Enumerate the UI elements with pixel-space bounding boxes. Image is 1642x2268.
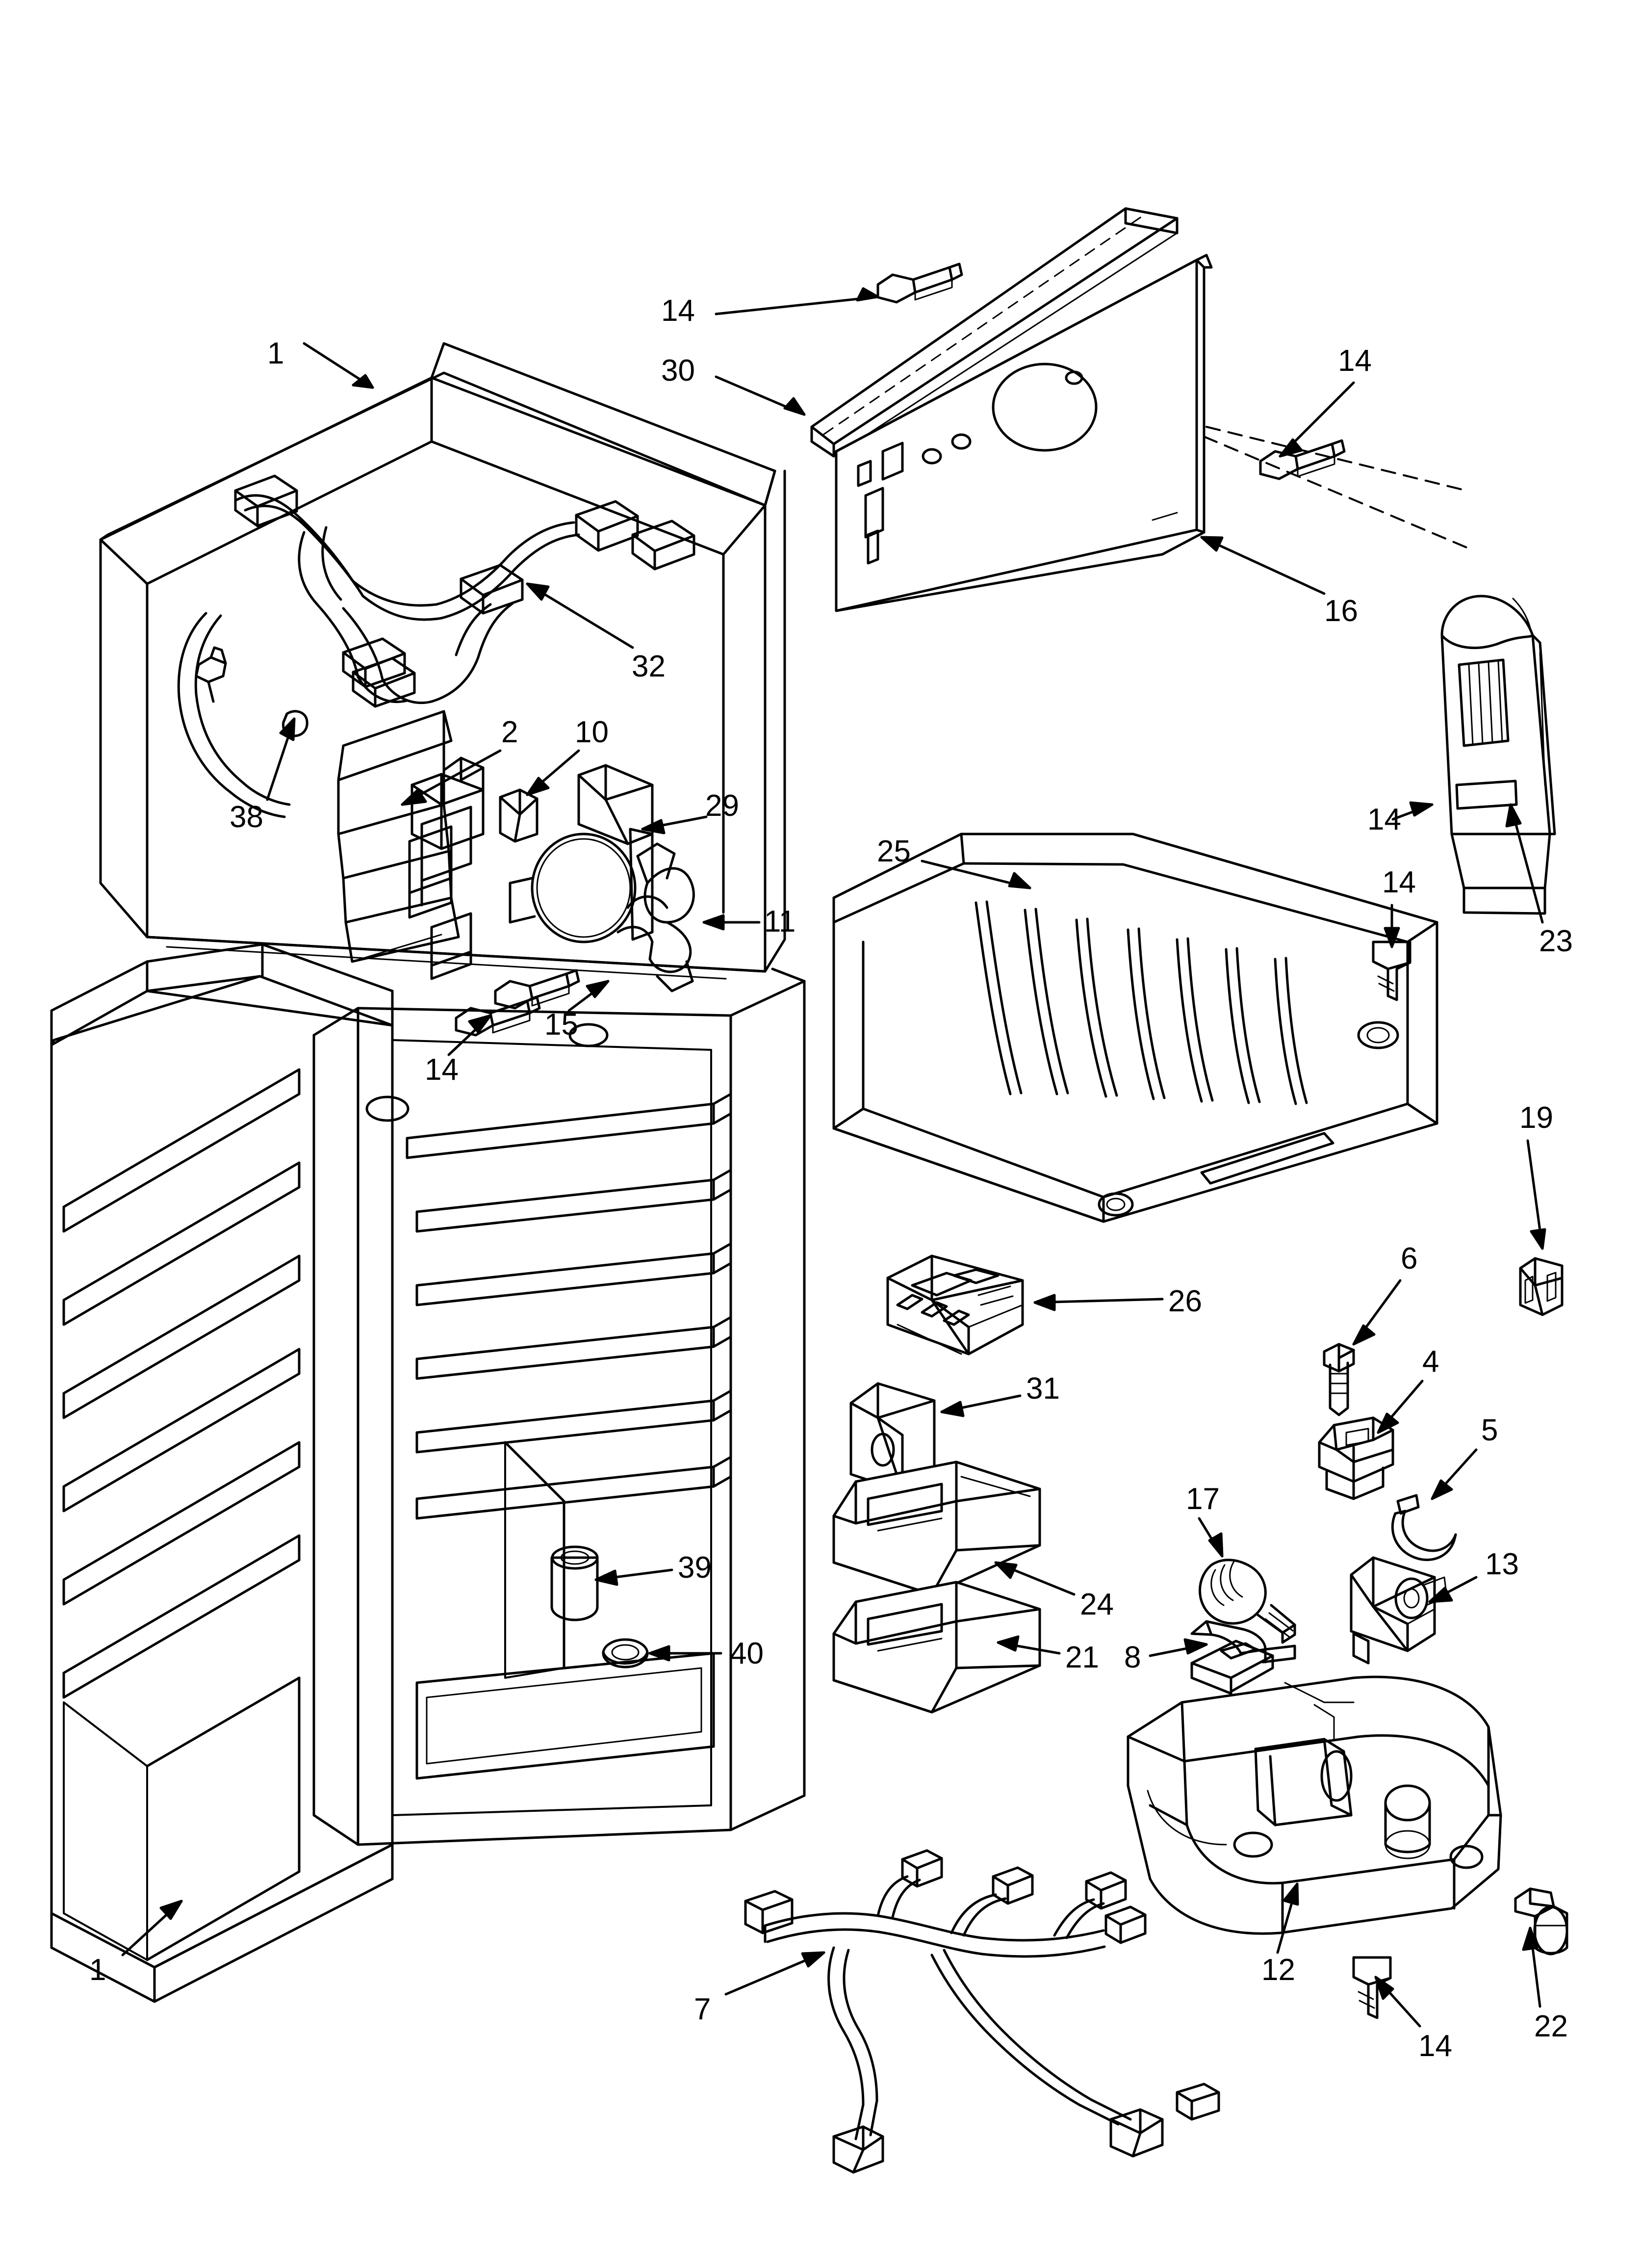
callout-32: 32 <box>632 650 666 683</box>
part-13-thermostat <box>1350 1556 1448 1665</box>
callout-7: 7 <box>694 1992 711 2026</box>
part-4-housing <box>1318 1416 1394 1500</box>
callout-12: 12 <box>1261 1953 1295 1987</box>
callout-14-damper: 14 <box>425 1053 459 1087</box>
callout-21: 21 <box>1065 1641 1099 1674</box>
callout-25: 25 <box>877 834 911 868</box>
screw-14-pan <box>1372 940 1411 1001</box>
part-17-lamp <box>1199 1559 1296 1644</box>
part-30-trim <box>810 207 1179 458</box>
part-21-duct-lower <box>832 1581 1041 1714</box>
callout-30: 30 <box>661 354 695 388</box>
callout-40: 40 <box>730 1637 764 1670</box>
damper-control-assembly <box>337 710 695 1047</box>
callout-31: 31 <box>1026 1372 1060 1406</box>
part-7-harness <box>744 1849 1220 2174</box>
callout-13: 13 <box>1485 1547 1519 1581</box>
callout-5: 5 <box>1481 1413 1498 1447</box>
callout-14-pan: 14 <box>1382 865 1416 899</box>
callout-11: 11 <box>764 905 796 938</box>
part-24-duct-upper <box>832 1460 1041 1596</box>
callout-26: 26 <box>1168 1284 1202 1318</box>
part-22-knob <box>1514 1887 1568 1955</box>
callout-38: 38 <box>230 800 263 834</box>
part-40-plug <box>602 1638 649 1668</box>
callout-23: 23 <box>1539 924 1573 958</box>
callout-10: 10 <box>575 715 609 749</box>
part-8-socket-body <box>1190 1620 1296 1664</box>
callout-1-bottom: 1 <box>89 1953 106 1987</box>
callout-6: 6 <box>1401 1242 1418 1276</box>
part-25-pan <box>832 833 1438 1223</box>
callout-24: 24 <box>1080 1588 1114 1621</box>
part-26-control-board <box>886 1254 1024 1356</box>
wire-harness-32 <box>177 494 580 818</box>
callout-17: 17 <box>1186 1482 1220 1516</box>
part-12-base-pan <box>1127 1675 1502 1935</box>
callout-2: 2 <box>501 715 518 749</box>
callout-14-cover: 14 <box>1367 803 1401 836</box>
callout-14-base: 14 <box>1418 2029 1452 2063</box>
callout-39: 39 <box>678 1551 712 1585</box>
part-16-back-panel <box>835 254 1213 612</box>
callout-22: 22 <box>1534 2009 1568 2043</box>
callout-16: 16 <box>1324 594 1358 628</box>
callout-1-top: 1 <box>267 337 284 370</box>
callout-leaders <box>121 287 1546 2028</box>
screw-14-right <box>1259 439 1346 480</box>
callout-29: 29 <box>705 789 739 823</box>
callout-4: 4 <box>1422 1345 1439 1379</box>
screw-14-top <box>876 262 963 304</box>
callout-15: 15 <box>544 1008 578 1042</box>
part-39-bushing <box>550 1545 599 1621</box>
part-6-screw <box>1323 1343 1355 1416</box>
callout-19: 19 <box>1519 1101 1553 1135</box>
part-19-clip <box>1519 1257 1564 1316</box>
part-31-bracket <box>849 1382 936 1493</box>
callout-14-top: 14 <box>661 294 695 328</box>
callout-14-right: 14 <box>1338 344 1372 378</box>
harness-connectors <box>234 474 695 708</box>
part-5-clip <box>1391 1494 1457 1561</box>
callout-8: 8 <box>1124 1641 1141 1674</box>
refrigerator-liner-lower <box>50 943 806 2003</box>
part-23-duct-cover <box>1440 595 1556 915</box>
